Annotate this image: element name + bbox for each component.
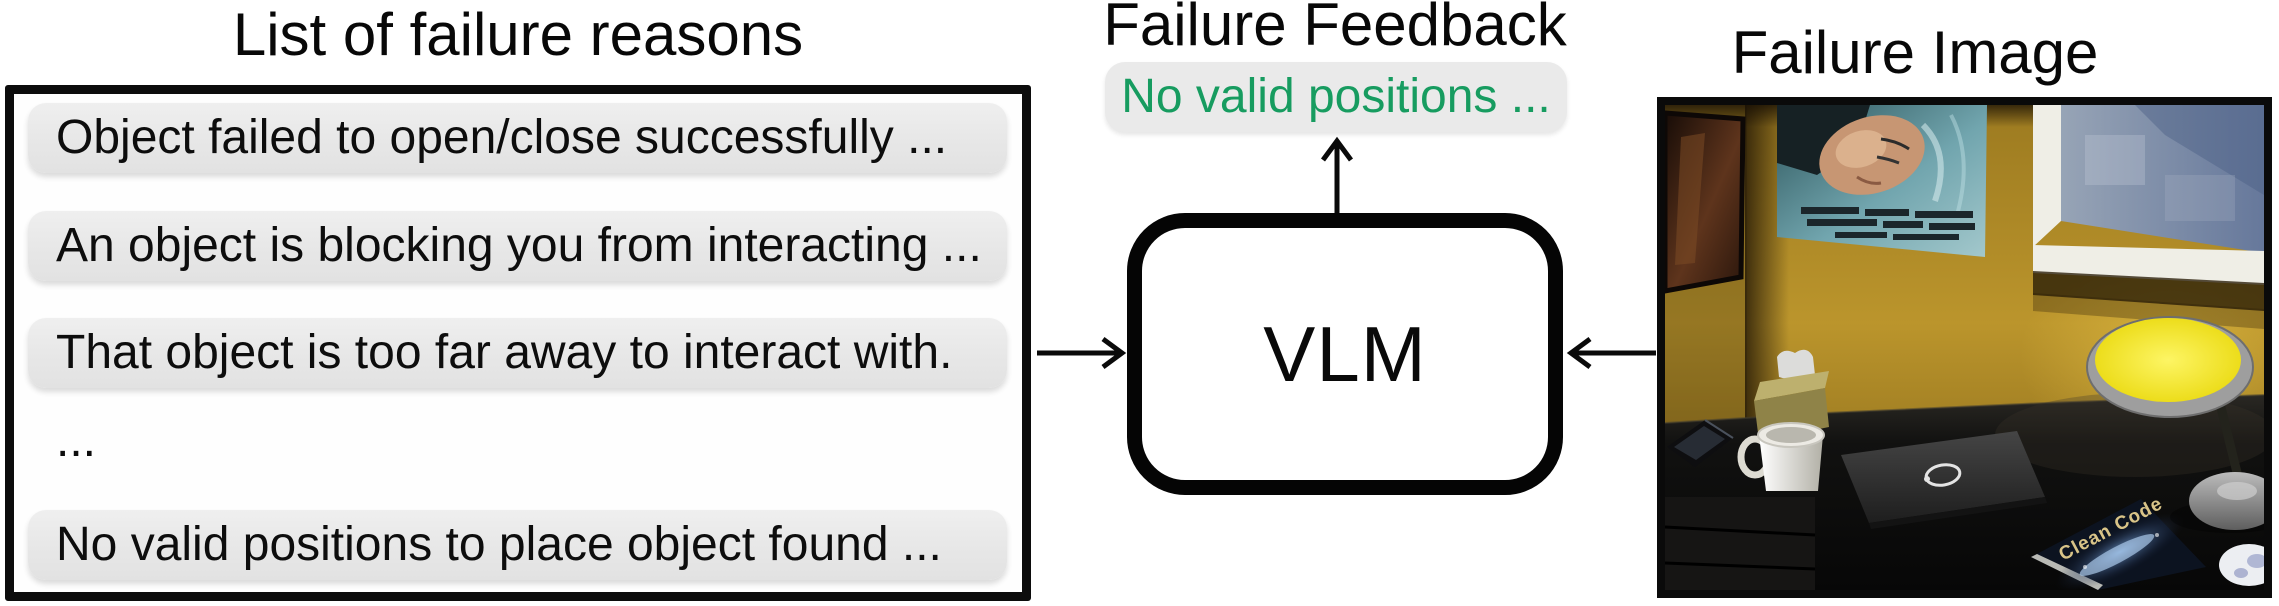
failure-reason-item: No valid positions to place object found… [28, 510, 1007, 580]
arrow-up-vlm-to-feedback-icon [1317, 134, 1357, 216]
vlm-label: VLM [1263, 309, 1427, 398]
failure-reason-ellipsis: ... [56, 414, 97, 467]
failure-image: Clean Code [1657, 97, 2272, 598]
phone [1667, 419, 1734, 467]
failure-reason-item: An object is blocking you from interacti… [28, 211, 1007, 281]
window [2033, 105, 2264, 329]
lamp-shade [2095, 318, 2241, 402]
round-object [2219, 544, 2264, 586]
desk-drawers [1665, 497, 1815, 590]
failure-image-title: Failure Image [1731, 19, 2099, 86]
mug [1737, 422, 1825, 491]
poster-credit-text [1801, 207, 1975, 240]
laptop [1841, 431, 2047, 529]
left-panel-title: List of failure reasons [232, 1, 804, 68]
vlm-box: VLM [1127, 213, 1563, 495]
arrow-right-reasons-to-vlm-icon [1033, 333, 1128, 373]
failure-reason-item: That object is too far away to interact … [28, 318, 1007, 388]
poster-left [1665, 110, 1746, 294]
arrow-left-image-to-vlm-icon [1565, 333, 1660, 373]
rendered-room-scene: Clean Code [1665, 105, 2264, 590]
poster-face [1777, 105, 1987, 257]
failure-reasons-box: Object failed to open/close successfully… [5, 85, 1031, 601]
feedback-pill: No valid positions ... [1105, 62, 1567, 132]
feedback-title: Failure Feedback [1103, 0, 1567, 58]
failure-reason-item: Object failed to open/close successfully… [28, 103, 1007, 173]
desk-lamp [2086, 316, 2264, 533]
